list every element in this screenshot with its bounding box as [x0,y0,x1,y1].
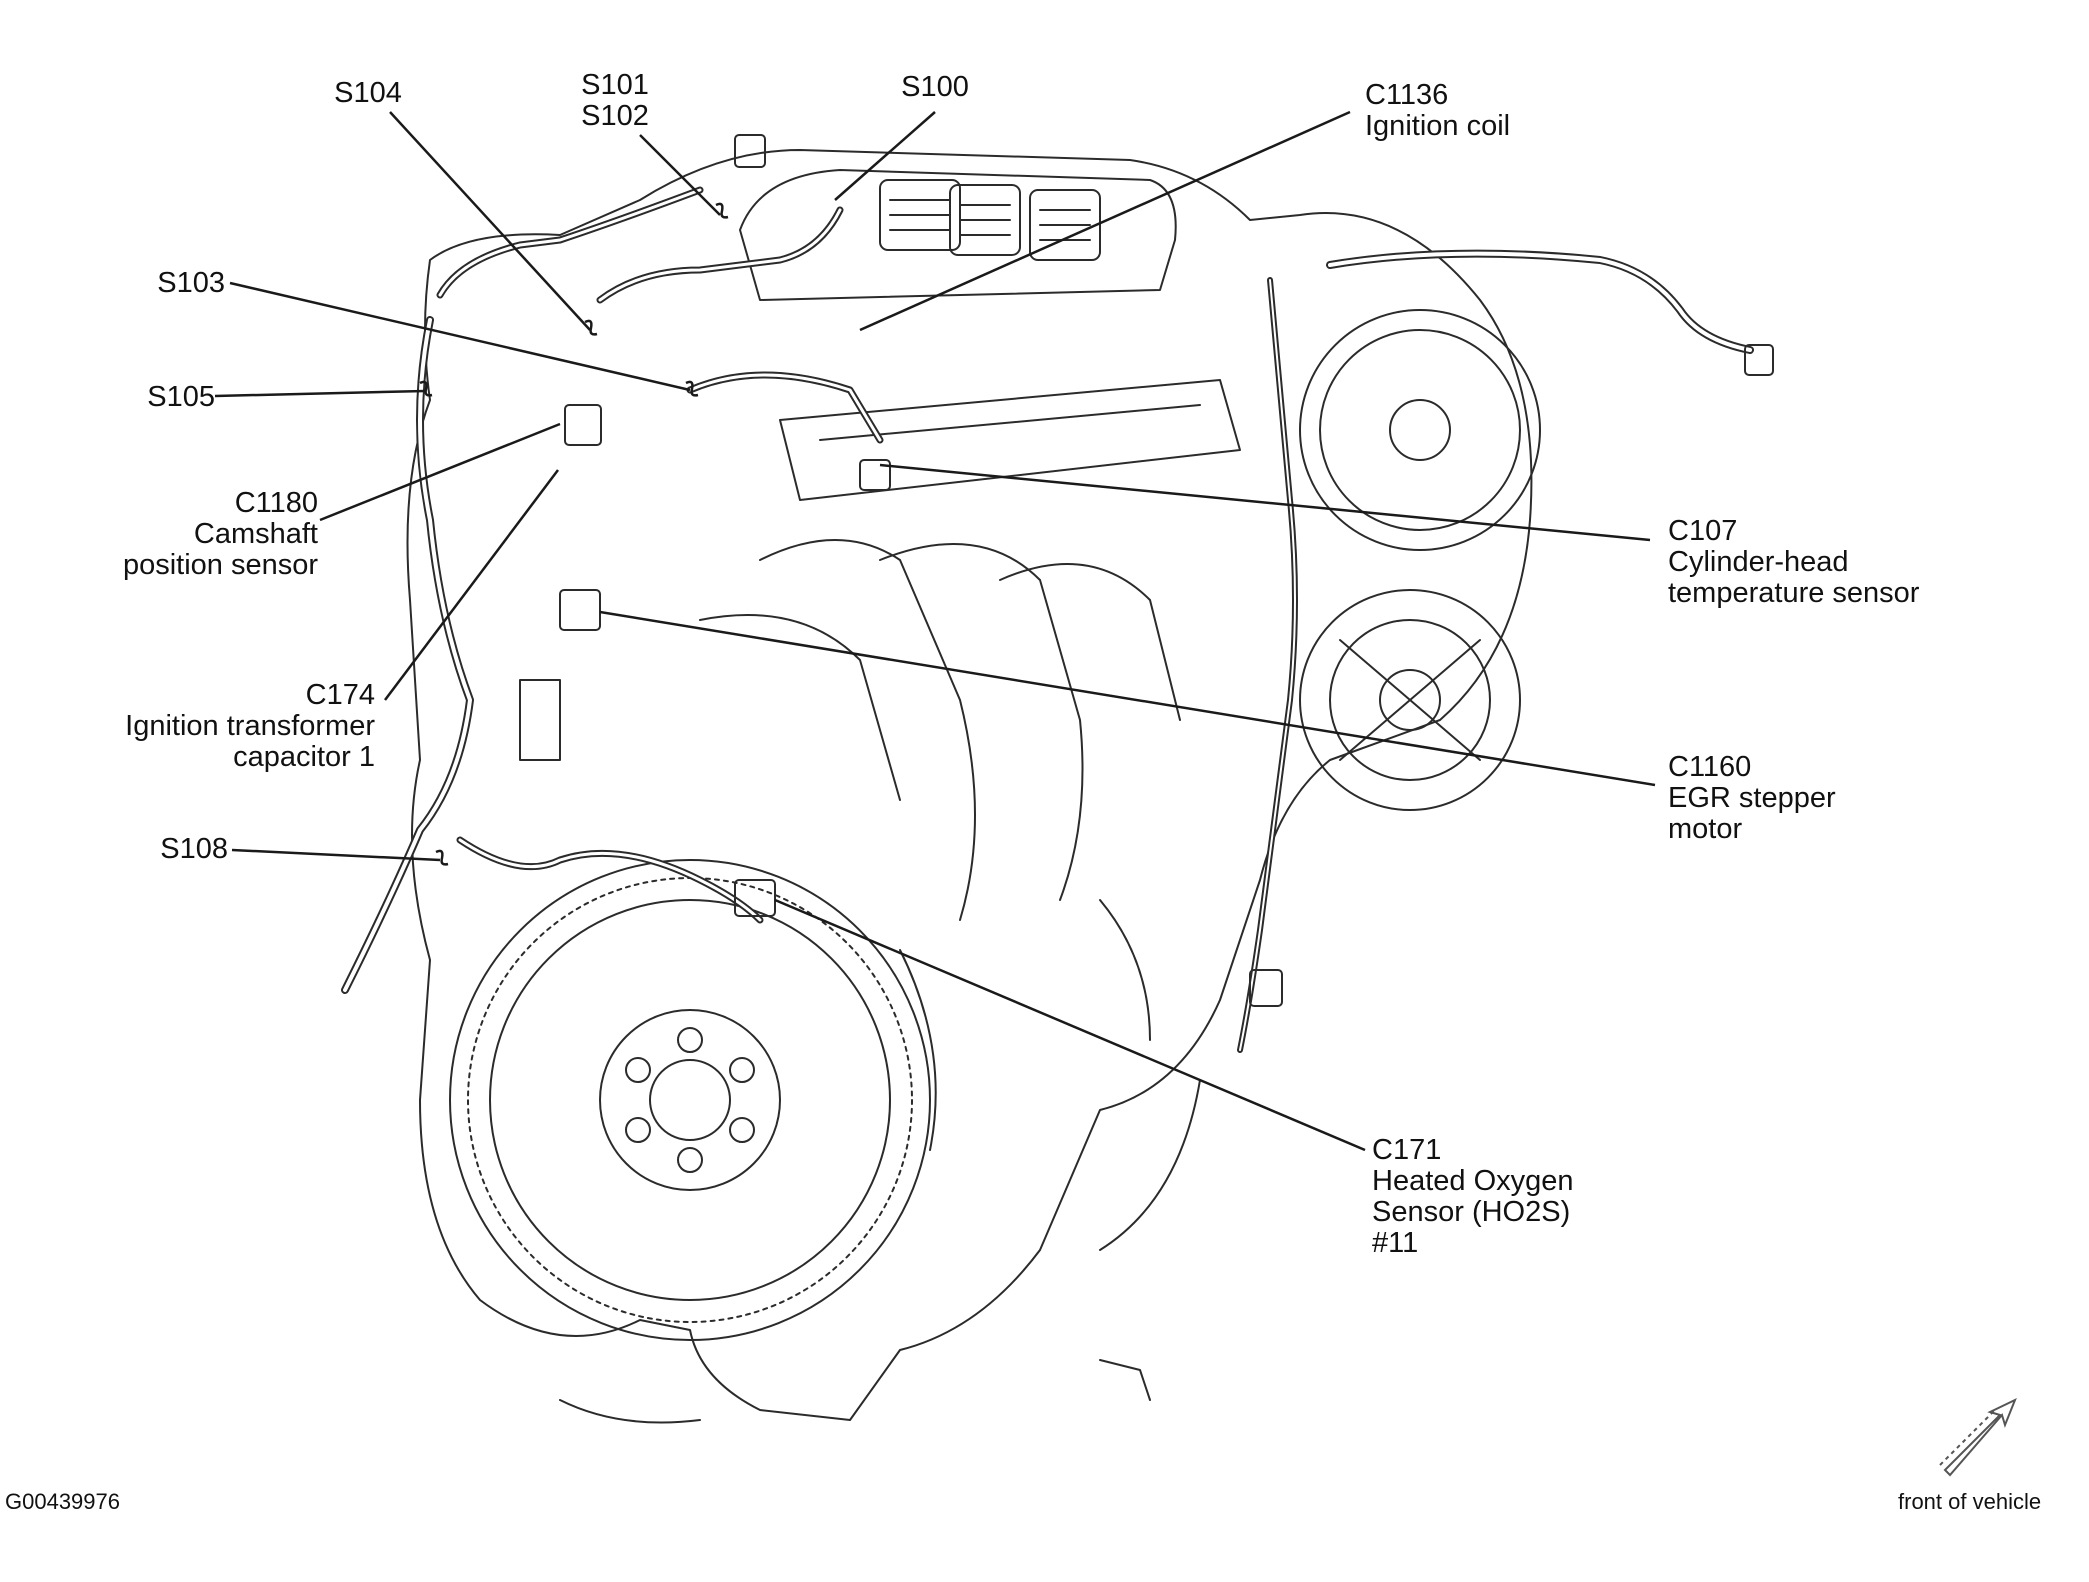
label-c107: C107 Cylinder-head temperature sensor [1668,516,1919,609]
label-c1180-desc-2: position sensor [122,549,318,581]
label-s108: S108 [140,834,228,865]
engine-drawing [341,134,1774,1424]
front-of-vehicle-label: front of vehicle [1898,1489,2042,1514]
label-c1180-id: C1180 [234,487,318,519]
figure-id: G00439976 [5,1489,120,1514]
label-c1136-desc: Ignition coil [1365,110,1511,142]
label-c174: C174 Ignition transformer capacitor 1 [100,680,375,773]
label-s101-s102: S101 S102 [575,70,655,132]
label-c174-desc-2: capacitor 1 [233,741,375,773]
label-c1136: C1136 Ignition coil [1365,80,1510,142]
leader-s103 [229,281,691,392]
label-c107-desc-2: temperature sensor [1668,577,1920,609]
label-s102-id: S102 [581,100,649,132]
leader-s101-s102 [639,134,721,216]
label-s101-id: S101 [581,69,649,101]
label-s104-id: S104 [334,77,402,109]
label-s105-id: S105 [147,381,215,413]
leader-c174 [384,469,559,701]
splice-s104-marker [584,319,598,336]
label-c171-desc-3: #11 [1372,1227,1419,1259]
label-c1160-id: C1160 [1668,751,1752,783]
label-c107-id: C107 [1668,515,1738,547]
splice-s105-marker [419,380,433,397]
label-c174-id: C174 [305,679,375,711]
label-c171-desc-2: Sensor (HO2S) [1372,1196,1571,1228]
label-s100: S100 [895,72,975,103]
splice-s103-marker [685,380,699,397]
label-c171-id: C171 [1372,1134,1442,1166]
label-s103: S103 [140,268,225,299]
label-c1160: C1160 EGR stepper motor [1668,752,1836,845]
label-s103-id: S103 [157,267,225,299]
splice-s101-marker [715,202,729,219]
leader-s100 [834,111,936,201]
leader-c107 [879,463,1651,542]
leader-lines [214,110,1656,1152]
leader-c1180 [319,422,561,522]
leader-s105 [214,389,426,398]
label-s105: S105 [140,382,215,413]
label-c1136-id: C1136 [1365,79,1449,111]
label-s104: S104 [333,78,403,109]
label-c1180-desc-1: Camshaft [193,518,318,550]
splice-s108-marker [435,849,449,866]
leader-c171 [774,898,1366,1152]
leader-s108 [231,848,441,862]
label-c1180: C1180 Camshaft position sensor [100,488,318,581]
label-c1160-desc-1: EGR stepper [1668,782,1836,814]
label-c107-desc-1: Cylinder-head [1668,546,1849,578]
label-c1160-desc-2: motor [1668,813,1743,845]
leader-s104 [389,111,591,331]
leader-c1136 [859,110,1351,332]
label-c171: C171 Heated Oxygen Sensor (HO2S) #11 [1372,1135,1574,1259]
label-s100-id: S100 [901,71,969,103]
splice-markers [419,202,729,866]
label-s108-id: S108 [160,833,228,865]
label-c171-desc-1: Heated Oxygen [1372,1165,1574,1197]
leader-c1160 [599,610,1656,787]
label-c174-desc-1: Ignition transformer [125,710,375,742]
front-of-vehicle-arrow [1939,1397,2017,1477]
